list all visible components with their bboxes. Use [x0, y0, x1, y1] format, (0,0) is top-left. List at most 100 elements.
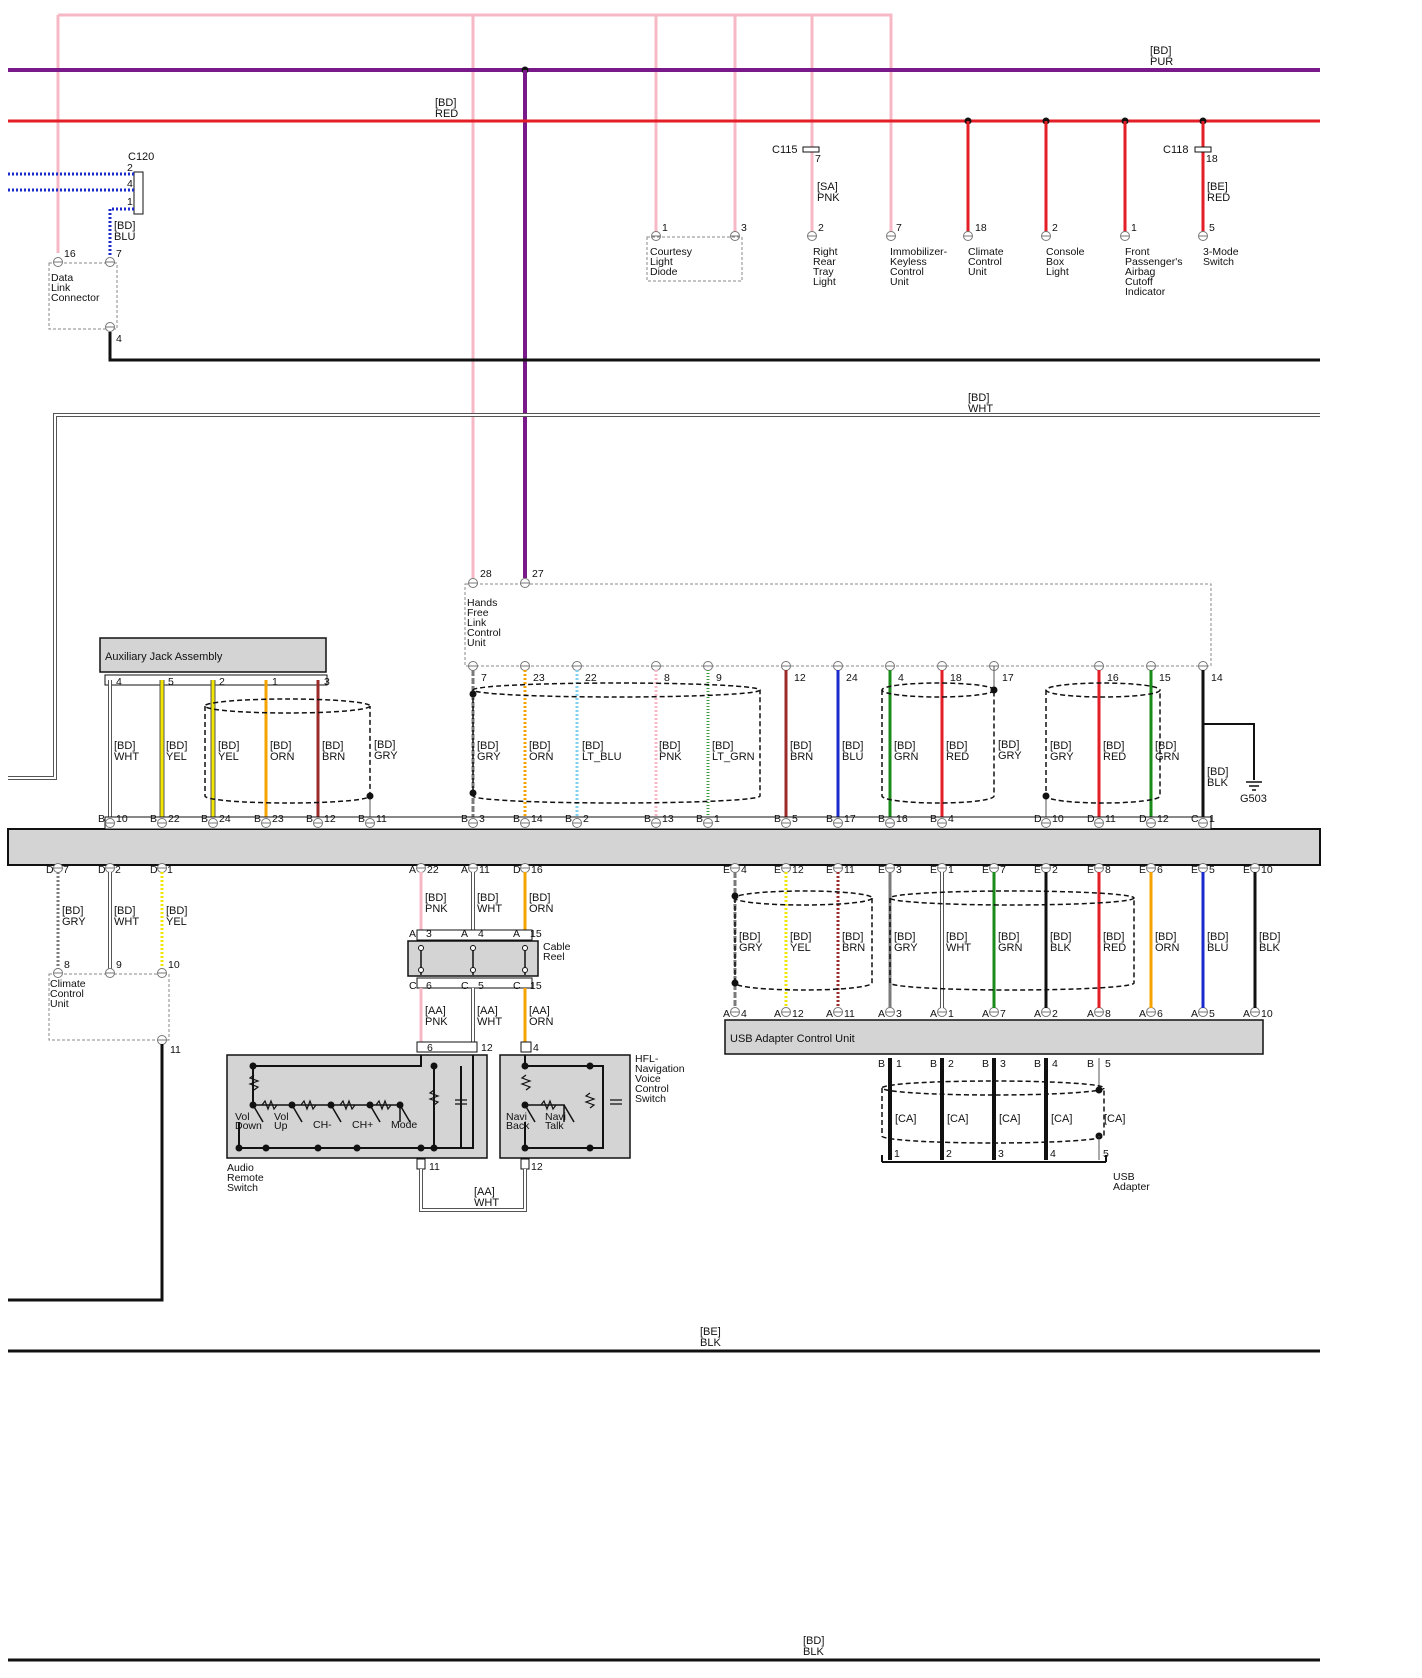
- navi-talk-label: Navi: [545, 1111, 566, 1123]
- pin-number: D: [46, 864, 54, 876]
- wire-color-label: GRY: [1050, 751, 1074, 763]
- audio-switch-pin-box: [416, 1158, 426, 1170]
- splice-dot: [366, 1101, 374, 1109]
- wire-code-label: [BD]: [477, 740, 498, 752]
- hands-free-link-control-unit-label: Control: [467, 627, 501, 639]
- pin-number: 4: [741, 864, 747, 876]
- pin-number: E: [826, 864, 833, 876]
- wire-code-label: [BD]: [1050, 740, 1071, 752]
- pin-number: E: [982, 864, 989, 876]
- immobilizer-keyless-control-unit-label: Immobilizer-: [890, 246, 948, 258]
- pin-number: B: [565, 813, 572, 825]
- wire-color-label: ORN: [270, 751, 295, 763]
- resistor-icon: [248, 1074, 260, 1091]
- pin-number: B: [358, 813, 365, 825]
- wire-color-label: WHT: [946, 942, 971, 954]
- black-wire: [8, 1044, 164, 1302]
- wire-color-label: WHT: [477, 1016, 502, 1028]
- pin-number: 23: [533, 672, 545, 684]
- shield-usb-b: [881, 1080, 1105, 1096]
- right-rear-tray-light-label: Right: [813, 246, 838, 258]
- pin-number: 15: [530, 928, 542, 940]
- pin-number: C: [513, 980, 521, 992]
- pin-number: 10: [1261, 864, 1273, 876]
- wire-color-label: WHT: [474, 1197, 499, 1209]
- pin-number: A: [461, 928, 468, 940]
- pin-number: 24: [219, 813, 231, 825]
- splice-dot: [430, 1144, 438, 1152]
- front-passenger-airbag-cutoff-indicator-label: Indicator: [1125, 286, 1166, 298]
- wire-code-label: [BD]: [425, 892, 446, 904]
- wire-code-label: [BD]: [374, 739, 395, 751]
- climate-control-unit-label: Control: [968, 256, 1002, 268]
- front-passenger-airbag-cutoff-indicator-label: Cutoff: [1125, 276, 1153, 288]
- wire-color-label: BLU: [114, 231, 135, 243]
- audio-switch-connector: [416, 1041, 478, 1053]
- pin-number: 9: [116, 959, 122, 971]
- pin-number: 4: [741, 1008, 747, 1020]
- wire-code-label: [BD]: [582, 740, 603, 752]
- pin-number: 3: [426, 928, 432, 940]
- bus-label: BLK: [803, 1646, 824, 1658]
- pin-number: 27: [532, 568, 544, 580]
- hfl-navigation-voice-control-switch-label: Control: [635, 1083, 669, 1095]
- data-link-connector-box: [48, 262, 118, 330]
- pin-number: 4: [478, 928, 484, 940]
- pin-number: B: [98, 813, 105, 825]
- pin-number: B: [930, 1058, 937, 1070]
- pin-number: B: [201, 813, 208, 825]
- climate-control-unit-label: Climate: [50, 978, 86, 990]
- pin-number: E: [1087, 864, 1094, 876]
- ca-label: [CA]: [1051, 1113, 1072, 1125]
- front-passenger-airbag-cutoff-indicator-label: Passenger's: [1125, 256, 1182, 268]
- pin-number: 12: [1157, 813, 1169, 825]
- pin-number: 8: [1105, 1008, 1111, 1020]
- wire-color-label: LT_BLU: [582, 751, 622, 763]
- hfl-navigation-voice-control-switch-label: Voice: [635, 1073, 661, 1085]
- splice-dot: [235, 1144, 243, 1152]
- pin-number: 12: [792, 1008, 804, 1020]
- wire-code-label: [BD]: [114, 740, 135, 752]
- pin-number: A: [723, 1008, 730, 1020]
- climate-control-unit-label: Climate: [968, 246, 1004, 258]
- ch-plus-label: CH+: [352, 1119, 373, 1131]
- wire-code-label: [BD]: [946, 740, 967, 752]
- wire-code-label: [BD]: [1259, 931, 1280, 943]
- pin-number: 11: [170, 1044, 181, 1056]
- wire-code-label: [AA]: [529, 1005, 550, 1017]
- pin-number: 3: [1000, 1058, 1006, 1070]
- pin-number: 6: [426, 980, 432, 992]
- pin-number: B: [982, 1058, 989, 1070]
- pin-number: 2: [948, 1058, 954, 1070]
- wire-color-label: YEL: [166, 916, 187, 928]
- wire-code-label: [AA]: [474, 1186, 495, 1198]
- pin-number: 5: [1209, 1008, 1215, 1020]
- splice-dot: [396, 1101, 404, 1109]
- pin-number: D: [150, 864, 158, 876]
- reel-node: [418, 945, 424, 951]
- vol-down-label: Down: [235, 1120, 262, 1132]
- resistor-icon: [261, 1099, 278, 1111]
- pin-number: B: [644, 813, 651, 825]
- pin-number: 4: [1050, 1148, 1056, 1160]
- pin-number: 3: [741, 222, 747, 234]
- bus-label: BLK: [700, 1337, 721, 1349]
- pin-number: 3: [896, 864, 902, 876]
- pin-number: A: [1087, 1008, 1094, 1020]
- console-box-light-label: Box: [1046, 256, 1065, 268]
- splice-dot: [469, 789, 477, 797]
- audio-remote-switch-label: Switch: [227, 1182, 258, 1194]
- pin-number: 14: [531, 813, 543, 825]
- pin-number: A: [826, 1008, 833, 1020]
- usb-adapter-label: Adapter: [1113, 1181, 1150, 1193]
- bus-label: RED: [435, 108, 458, 120]
- wire-color-label: ORN: [529, 1016, 554, 1028]
- vol-down-label: Vol: [235, 1111, 250, 1123]
- wire-color-label: WHT: [114, 751, 139, 763]
- pin-number: 8: [664, 672, 670, 684]
- pin-number: 7: [815, 153, 821, 165]
- wire-code-label: [BD]: [1050, 931, 1071, 943]
- resistor-icon: [540, 1099, 557, 1111]
- bus-label: [BD]: [435, 97, 456, 109]
- pin-number: 4: [127, 178, 133, 190]
